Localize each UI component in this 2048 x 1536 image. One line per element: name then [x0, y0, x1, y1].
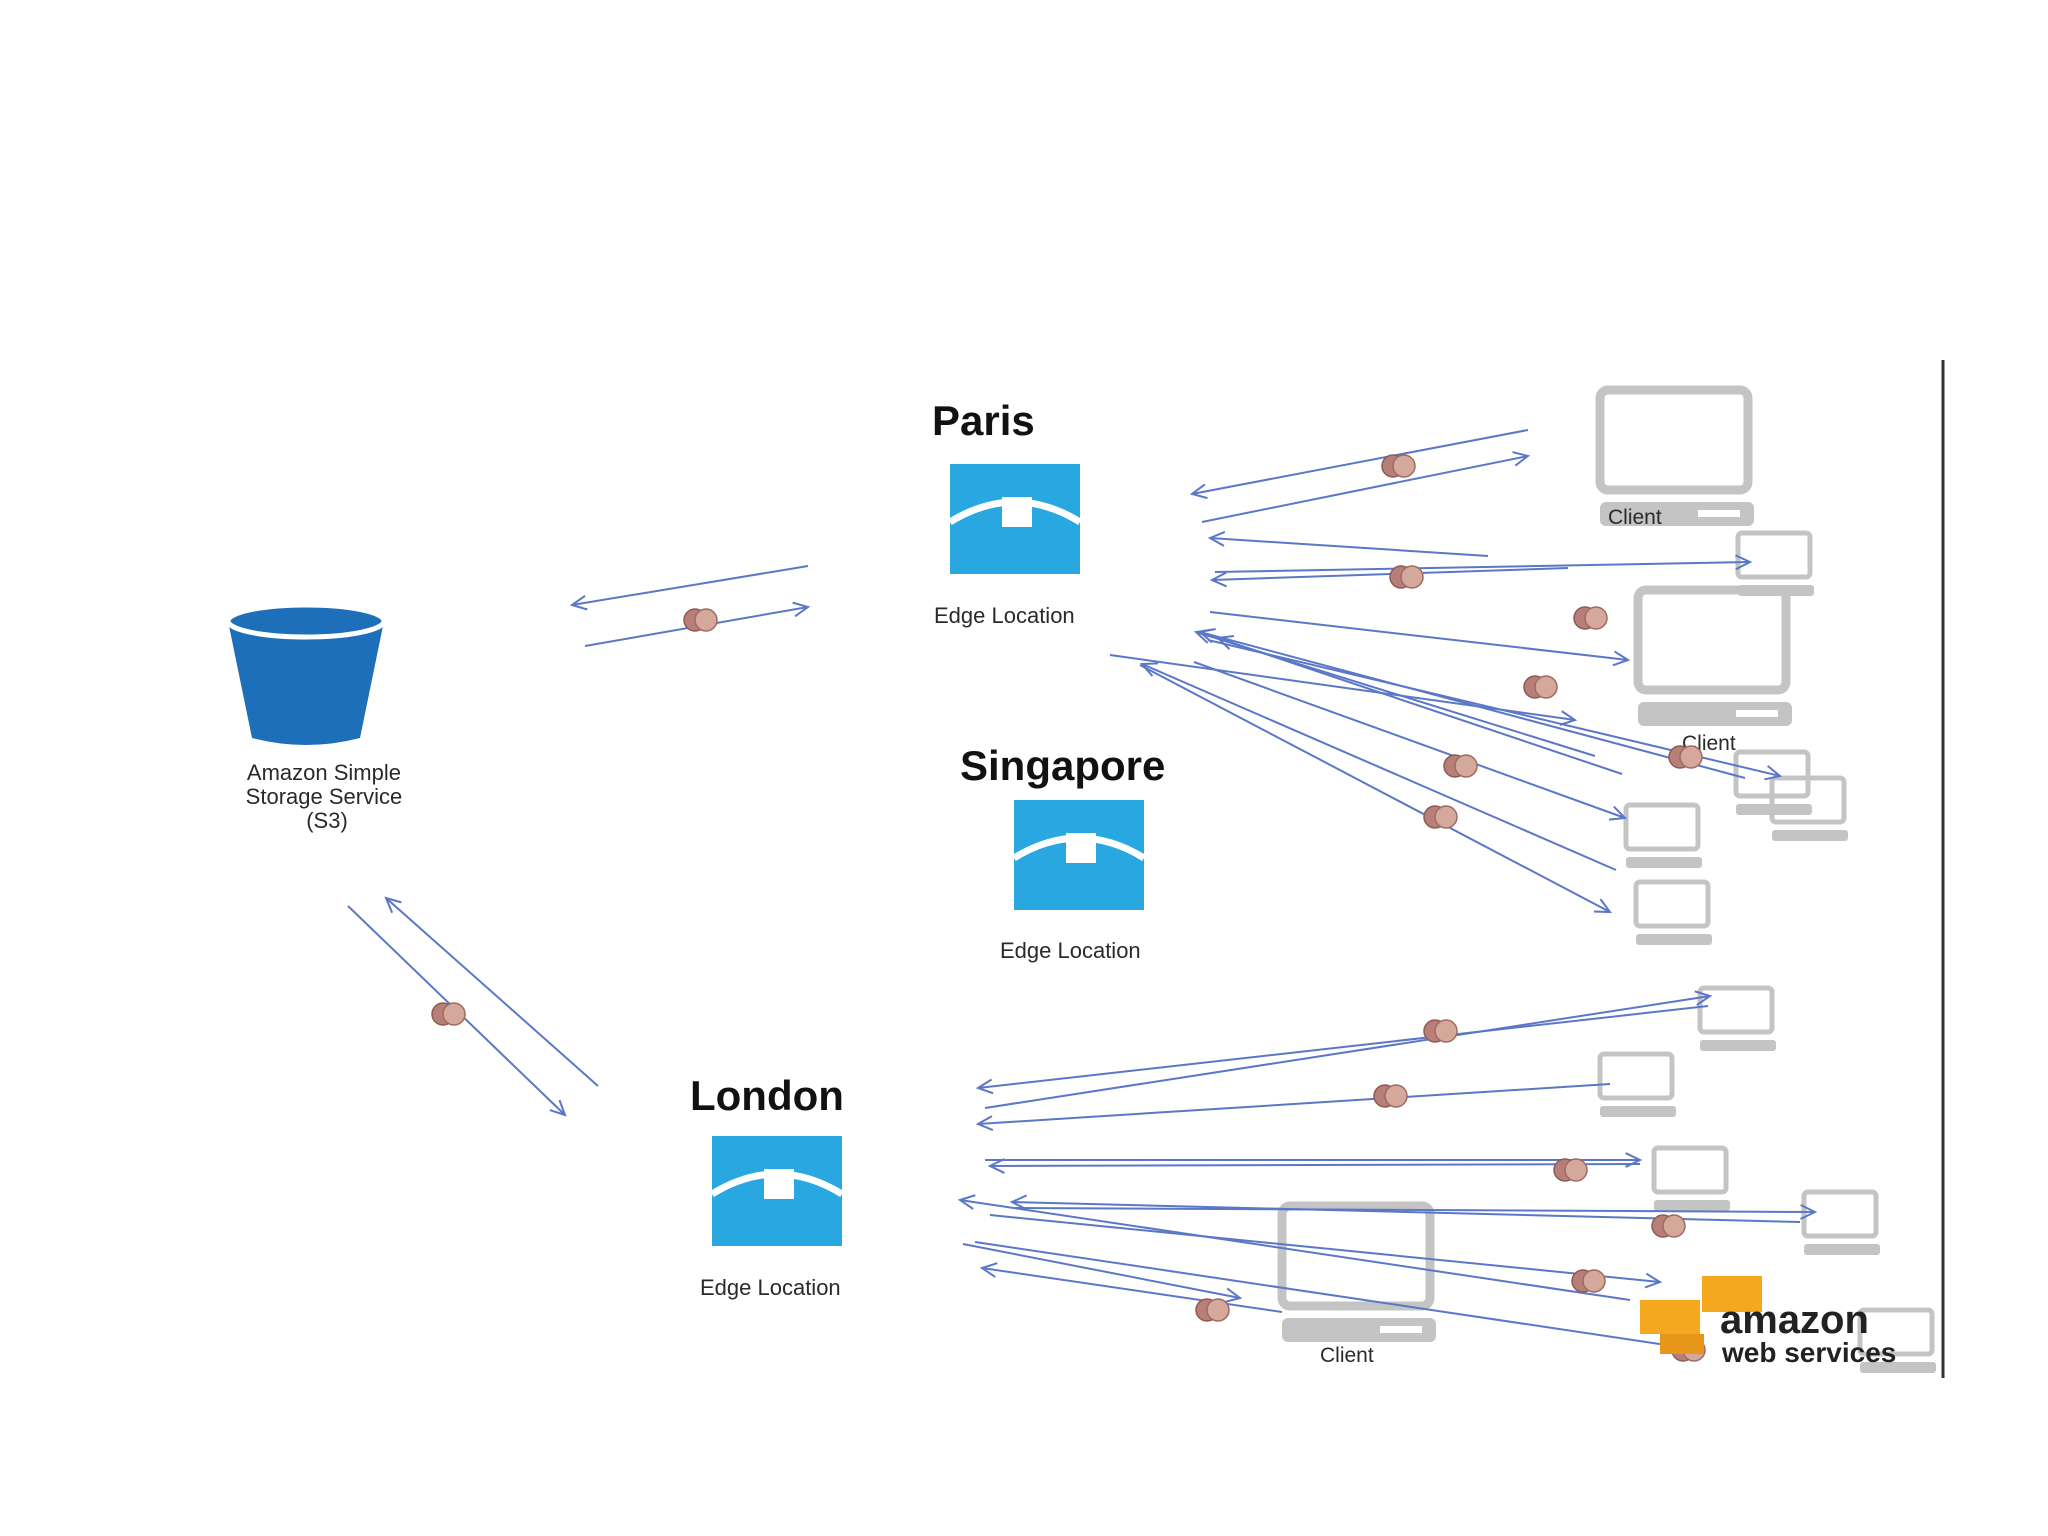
- coin-icon: [1571, 1269, 1606, 1293]
- connection-arrow: [977, 1083, 1611, 1125]
- arrow-head: [1593, 898, 1613, 914]
- connection-arrow: [1141, 663, 1617, 871]
- arrow-head: [1612, 650, 1631, 667]
- client-computer-icon: [1654, 1148, 1730, 1211]
- arrow-head: [1209, 571, 1228, 588]
- connection-arrow: [1193, 661, 1626, 819]
- client-computer-icon: [1282, 1206, 1436, 1342]
- connection-arrow: [571, 565, 809, 606]
- connection-arrow: [974, 1241, 1701, 1351]
- connection-arrow: [989, 1214, 1661, 1283]
- coin-icon: [1381, 454, 1416, 478]
- edge-city-singapore: Singapore: [960, 742, 1165, 789]
- edge-city-paris: Paris: [932, 397, 1035, 444]
- coin-icon: [1668, 745, 1703, 769]
- s3-label-line: (S3): [306, 808, 348, 833]
- connection-arrow: [385, 897, 599, 1087]
- coin-icon: [1389, 565, 1424, 589]
- arrow-head: [384, 896, 402, 914]
- edge-label-london: Edge Location: [700, 1275, 841, 1300]
- connection-arrow: [1191, 429, 1529, 495]
- arrow-head: [979, 1262, 998, 1278]
- arrow-head: [1009, 1194, 1027, 1211]
- connection-arrow: [959, 1199, 1631, 1301]
- arrow-head: [1735, 554, 1753, 571]
- s3-label: Amazon Simple Storage Service (S3): [246, 760, 409, 833]
- arrow-head: [1512, 451, 1531, 467]
- connection-arrow: [1139, 664, 1611, 913]
- coin-icon: [1523, 675, 1558, 699]
- coin-icon: [1443, 754, 1478, 778]
- arrow-head: [987, 1158, 1005, 1174]
- arrow-group: [347, 429, 1818, 1356]
- client-computer-icon: [1700, 988, 1776, 1051]
- connection-arrow: [1014, 1207, 1816, 1213]
- connection-arrow: [1199, 631, 1746, 779]
- connection-arrow: [981, 1267, 1283, 1313]
- s3-label-line: Storage Service: [246, 784, 403, 809]
- edge-label-paris: Edge Location: [934, 603, 1075, 628]
- arrow-head: [1694, 990, 1713, 1006]
- coin-icon: [1573, 606, 1608, 630]
- arrow-head: [1625, 1152, 1643, 1168]
- edge-label-singapore: Edge Location: [1000, 938, 1141, 963]
- client-computer-icon: [1636, 882, 1712, 945]
- connection-arrow: [1214, 561, 1751, 573]
- arrow-head: [1224, 1287, 1243, 1304]
- client-label: Client: [1320, 1344, 1374, 1367]
- edge-location-icon: [1014, 800, 1144, 910]
- connection-arrow: [1201, 455, 1529, 523]
- arrow-head: [1608, 805, 1628, 821]
- arrow-head: [569, 594, 588, 611]
- client-computer-icon: [1738, 533, 1814, 596]
- arrow-head: [1189, 483, 1208, 500]
- connection-arrow: [989, 1163, 1641, 1167]
- arrow-head: [1644, 1272, 1663, 1289]
- arrow-head: [792, 601, 811, 618]
- aws-boxes-icon: [1640, 1276, 1762, 1354]
- connection-arrow: [962, 1243, 1241, 1299]
- coin-icon: [431, 1002, 466, 1026]
- client-label: Client: [1608, 506, 1662, 529]
- client-computer-icon: [1638, 590, 1792, 726]
- connection-arrow: [1209, 611, 1629, 661]
- connection-arrow: [984, 995, 1711, 1109]
- arrow-head: [1197, 628, 1216, 644]
- coin-icon: [1423, 805, 1458, 829]
- arrow-head: [975, 1078, 994, 1095]
- arrow-head: [975, 1115, 994, 1131]
- connection-arrow: [977, 1005, 1709, 1089]
- coin-icon: [683, 608, 718, 632]
- aws-logo: amazon web services: [1640, 1276, 1896, 1368]
- coin-icon: [1195, 1298, 1230, 1322]
- client-computer-icon: [1600, 1054, 1676, 1117]
- edge-city-london: London: [690, 1072, 844, 1119]
- s3-label-line: Amazon Simple: [247, 760, 401, 785]
- arrow-head: [1559, 710, 1578, 726]
- arrow-head: [1800, 1204, 1818, 1220]
- coin-icon: [1651, 1214, 1686, 1238]
- coin-icon: [1553, 1158, 1588, 1182]
- arrow-head: [1139, 662, 1159, 677]
- arrow-head: [1207, 531, 1226, 547]
- edge-location-icon: [950, 464, 1080, 574]
- arrow-head: [549, 1099, 567, 1117]
- coin-icon: [1373, 1084, 1408, 1108]
- arrow-head: [957, 1194, 976, 1210]
- client-computer-icon: [1626, 805, 1702, 868]
- s3-bucket-icon: [225, 602, 387, 745]
- connection-arrow: [1217, 637, 1623, 775]
- arrow-head: [1764, 765, 1783, 781]
- arrow-head: [1215, 635, 1234, 650]
- edge-location-icon: [712, 1136, 842, 1246]
- client-computer-icon: [1804, 1192, 1880, 1255]
- aws-logo-line1: amazon: [1720, 1298, 1869, 1342]
- aws-logo-line2: web services: [1721, 1337, 1896, 1368]
- connection-arrow: [1209, 537, 1489, 557]
- coin-icon: [1423, 1019, 1458, 1043]
